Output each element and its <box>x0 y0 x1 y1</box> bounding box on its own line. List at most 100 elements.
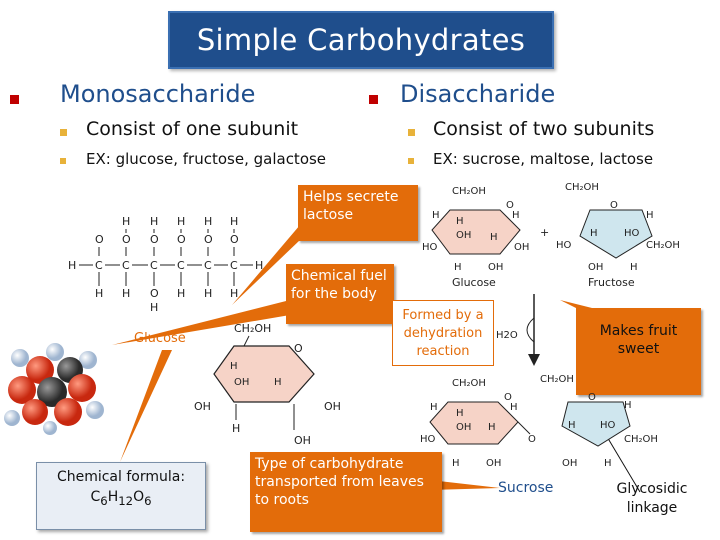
svg-text:H: H <box>510 402 518 413</box>
svg-text:O: O <box>204 233 213 246</box>
svg-text:OH: OH <box>194 400 211 413</box>
monosaccharide-heading: Monosaccharide <box>60 80 256 108</box>
svg-text:H: H <box>624 400 632 411</box>
svg-text:O: O <box>150 233 159 246</box>
plus-sign: + <box>540 226 549 239</box>
svg-text:H: H <box>122 215 130 228</box>
svg-text:H: H <box>488 422 496 433</box>
sub-bullet-marker <box>60 158 66 164</box>
slide-title: Simple Carbohydrates <box>168 11 554 69</box>
callout-chemical-fuel: Chemical fuel for the body <box>286 264 394 324</box>
svg-text:H: H <box>490 232 498 243</box>
formula-caption: Chemical formula: <box>56 469 186 485</box>
svg-text:H: H <box>432 210 440 221</box>
svg-text:O: O <box>506 200 514 211</box>
svg-text:O: O <box>150 287 159 300</box>
sub-bullet-marker <box>408 158 414 164</box>
svg-text:CH₂OH: CH₂OH <box>234 322 271 335</box>
svg-text:H: H <box>230 361 238 372</box>
svg-text:H: H <box>456 408 464 419</box>
disaccharide-heading: Disaccharide <box>400 80 556 108</box>
sub-bullet-marker <box>408 129 415 136</box>
di-point-1: Consist of two subunits <box>433 118 655 140</box>
chemical-formula: C6H12O6 <box>90 489 152 508</box>
svg-text:O: O <box>177 233 186 246</box>
svg-text:H: H <box>150 215 158 228</box>
bullet-marker <box>10 95 19 104</box>
svg-text:H: H <box>430 402 438 413</box>
di-point-2: EX: sucrose, maltose, lactose <box>433 150 654 168</box>
svg-text:H: H <box>512 210 520 221</box>
svg-text:O: O <box>528 434 536 445</box>
glucose-molecule-model <box>4 343 104 435</box>
bullet-marker <box>369 95 378 104</box>
svg-text:C: C <box>95 259 103 272</box>
svg-text:CH₂OH: CH₂OH <box>624 434 658 445</box>
svg-text:HO: HO <box>600 420 616 431</box>
glucose-ring-label: Glucose <box>452 276 496 289</box>
svg-text:H: H <box>177 215 185 228</box>
svg-text:H: H <box>230 287 238 300</box>
svg-text:H: H <box>646 210 654 221</box>
mono-point-1: Consist of one subunit <box>86 118 299 140</box>
svg-text:O: O <box>95 233 104 246</box>
svg-text:HO: HO <box>624 228 640 239</box>
svg-text:CH₂OH: CH₂OH <box>452 378 486 389</box>
svg-text:H: H <box>590 228 598 239</box>
svg-text:C: C <box>122 259 130 272</box>
svg-text:H: H <box>204 287 212 300</box>
svg-text:CH₂OH: CH₂OH <box>452 186 486 197</box>
svg-text:OH: OH <box>562 458 577 469</box>
svg-text:OH: OH <box>588 262 603 273</box>
svg-text:C: C <box>150 259 158 272</box>
svg-text:H: H <box>95 287 103 300</box>
svg-text:C: C <box>177 259 185 272</box>
svg-text:O: O <box>294 342 303 355</box>
svg-text:OH: OH <box>456 230 471 241</box>
svg-text:H: H <box>150 301 158 314</box>
callout-makes-fruit-sweet: Makes fruit sweet <box>576 308 701 395</box>
svg-text:CH₂OH: CH₂OH <box>540 374 574 385</box>
svg-text:OH: OH <box>488 262 503 273</box>
svg-text:H: H <box>177 287 185 300</box>
svg-text:C: C <box>230 259 238 272</box>
glycosidic-linkage-label: Glycosidic linkage <box>616 481 688 516</box>
sucrose-diagram: CH₂OH O H H H OH H HO H OH O CH₂OH O H H HO CH… <box>420 374 658 469</box>
svg-text:H: H <box>122 287 130 300</box>
svg-text:H: H <box>68 259 76 272</box>
mono-point-2: EX: glucose, fructose, galactose <box>86 150 327 168</box>
svg-text:O: O <box>230 233 239 246</box>
svg-text:O: O <box>504 392 512 403</box>
svg-text:H: H <box>230 215 238 228</box>
svg-text:H: H <box>274 377 282 388</box>
svg-text:HO: HO <box>556 240 572 251</box>
svg-text:C: C <box>204 259 212 272</box>
sucrose-label: Sucrose <box>498 480 554 496</box>
svg-text:H: H <box>604 458 612 469</box>
callout-transport: Type of carbohydrate transported from le… <box>250 452 442 532</box>
svg-text:H: H <box>568 420 576 431</box>
svg-text:H: H <box>204 215 212 228</box>
fructose-ring-label: Fructose <box>588 276 635 289</box>
svg-text:CH₂OH: CH₂OH <box>565 182 599 193</box>
svg-text:H: H <box>456 216 464 227</box>
svg-text:OH: OH <box>294 434 311 447</box>
svg-text:OH: OH <box>486 458 501 469</box>
svg-text:OH: OH <box>324 400 341 413</box>
svg-text:O: O <box>588 392 596 403</box>
sub-bullet-marker <box>60 129 67 136</box>
svg-text:H: H <box>255 259 263 272</box>
svg-text:OH: OH <box>514 242 529 253</box>
svg-text:O: O <box>610 200 618 211</box>
reaction-arrow: H2O <box>496 294 540 366</box>
callout-lactose: Helps secrete lactose <box>298 185 418 241</box>
svg-text:O: O <box>122 233 131 246</box>
svg-text:H: H <box>232 422 240 435</box>
dehydration-box: Formed by a dehydration reaction <box>392 300 494 366</box>
svg-text:HO: HO <box>420 434 436 445</box>
svg-text:HO: HO <box>422 242 438 253</box>
